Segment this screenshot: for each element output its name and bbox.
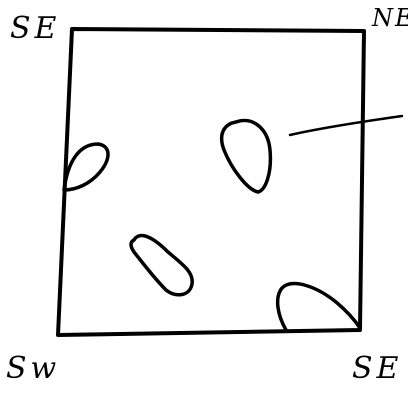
blob-upper-middle <box>222 120 271 192</box>
corner-label-bottom-right: SE <box>352 354 402 384</box>
corner-label-top-right: NE <box>372 6 408 30</box>
corner-label-bottom-left: Sw <box>6 354 60 384</box>
corner-label-top-left: SE <box>10 14 60 44</box>
blob-left-edge <box>64 144 108 190</box>
blob-bottom-right <box>278 284 360 330</box>
blob-lower-left <box>131 236 192 295</box>
leader-line <box>290 116 402 135</box>
